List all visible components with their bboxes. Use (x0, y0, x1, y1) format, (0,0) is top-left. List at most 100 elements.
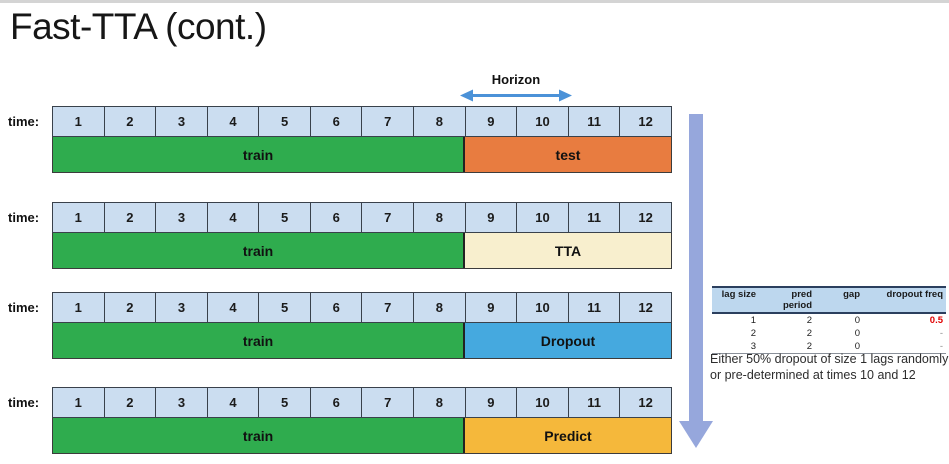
table-row: 1 2 0 0.5 (712, 314, 946, 327)
col-header-gap: gap (843, 289, 860, 300)
col-header-dropout-freq: dropout freq (886, 289, 943, 300)
time-cell: 12 (619, 293, 671, 322)
slide-top-border (0, 0, 949, 3)
test-bar-label: test (555, 146, 581, 163)
slide-title: Fast-TTA (cont.) (10, 6, 267, 47)
train-bar: train (53, 418, 465, 453)
cell-gap: 0 (854, 328, 860, 339)
time-cell: 2 (103, 388, 156, 417)
predict-bar: Predict (465, 418, 671, 453)
time-cell: 7 (361, 203, 414, 232)
time-cell: 11 (567, 107, 620, 136)
cell-pred-period: 2 (806, 315, 812, 326)
train-bar: train (53, 137, 465, 172)
time-cell: 4 (206, 107, 259, 136)
time-cell: 11 (567, 203, 620, 232)
train-bar: train (53, 323, 465, 358)
time-cell: 8 (413, 107, 465, 136)
time-cell: 8 (413, 388, 465, 417)
train-bar-label: train (242, 242, 274, 259)
test-bar: test (465, 137, 671, 172)
cell-lag-size: 3 (750, 341, 756, 352)
segment-bars: train TTA (52, 233, 672, 269)
cell-gap: 0 (854, 341, 860, 352)
time-cell: 2 (103, 203, 156, 232)
horizon-label: Horizon (491, 72, 541, 87)
time-cell: 9 (464, 203, 517, 232)
time-cell: 3 (155, 293, 207, 322)
train-bar-label: train (242, 332, 274, 349)
cell-dropout-freq: 0.5 (929, 315, 943, 326)
time-cell: 1 (53, 203, 104, 232)
time-cell: 7 (361, 388, 414, 417)
col-header-lag-size: lag size (721, 289, 756, 300)
time-cell: 8 (413, 293, 465, 322)
time-cell: 6 (309, 388, 362, 417)
cell-lag-size: 1 (750, 315, 756, 326)
time-cell: 6 (309, 293, 362, 322)
time-cell: 1 (53, 107, 104, 136)
time-cell: 4 (206, 388, 259, 417)
time-cell: 6 (309, 107, 362, 136)
tta-bar: TTA (465, 233, 671, 268)
time-cell: 8 (413, 203, 465, 232)
segment-bars: train test (52, 137, 672, 173)
flow-down-arrow-head-icon (679, 421, 713, 448)
train-bar: train (53, 233, 465, 268)
table-header-row: lag size pred period gap dropout freq (712, 286, 946, 314)
time-cell: 4 (206, 293, 259, 322)
time-cell: 5 (258, 203, 310, 232)
predict-bar-label: Predict (544, 427, 592, 444)
col-header-pred-period: pred period (782, 289, 812, 311)
table-row: 3 2 0 - (712, 340, 946, 354)
time-cell: 3 (155, 107, 207, 136)
cell-dropout-freq: - (939, 341, 943, 352)
time-cell: 7 (361, 293, 414, 322)
dropout-bar-label: Dropout (540, 332, 596, 349)
segment-bars: train Dropout (52, 323, 672, 359)
time-label: time: (8, 395, 40, 410)
train-bar-label: train (242, 146, 274, 163)
time-cell: 12 (619, 388, 671, 417)
train-bar-label: train (242, 427, 274, 444)
time-cell: 12 (619, 203, 671, 232)
time-cell: 5 (258, 293, 310, 322)
time-cell: 5 (258, 388, 310, 417)
dropout-bar: Dropout (465, 323, 671, 358)
dropout-caption: Either 50% dropout of size 1 lags random… (710, 352, 949, 383)
time-cell: 5 (258, 107, 310, 136)
cell-pred-period: 2 (806, 328, 812, 339)
flow-down-arrow-icon (689, 114, 703, 422)
time-cell: 1 (53, 293, 104, 322)
lag-config-table: lag size pred period gap dropout freq 1 … (712, 286, 946, 354)
time-label: time: (8, 210, 40, 225)
segment-bars: train Predict (52, 418, 672, 454)
time-label: time: (8, 114, 40, 129)
tta-bar-label: TTA (554, 242, 582, 259)
time-cell: 9 (464, 293, 517, 322)
time-cell: 9 (464, 107, 517, 136)
time-cell: 1 (53, 388, 104, 417)
time-cell: 9 (464, 388, 517, 417)
cell-gap: 0 (854, 315, 860, 326)
time-label: time: (8, 300, 40, 315)
time-cell: 10 (516, 388, 568, 417)
cell-dropout-freq: - (939, 328, 943, 339)
time-cell: 3 (155, 203, 207, 232)
table-row: 2 2 0 - (712, 327, 946, 340)
time-cell: 3 (155, 388, 207, 417)
time-cell: 2 (103, 293, 156, 322)
cell-lag-size: 2 (750, 328, 756, 339)
cell-pred-period: 2 (806, 341, 812, 352)
time-cell: 7 (361, 107, 414, 136)
time-cell: 10 (516, 203, 568, 232)
time-cell: 2 (103, 107, 156, 136)
horizon-double-arrow-icon (460, 89, 572, 107)
time-cell: 10 (516, 107, 568, 136)
time-cell: 6 (309, 203, 362, 232)
